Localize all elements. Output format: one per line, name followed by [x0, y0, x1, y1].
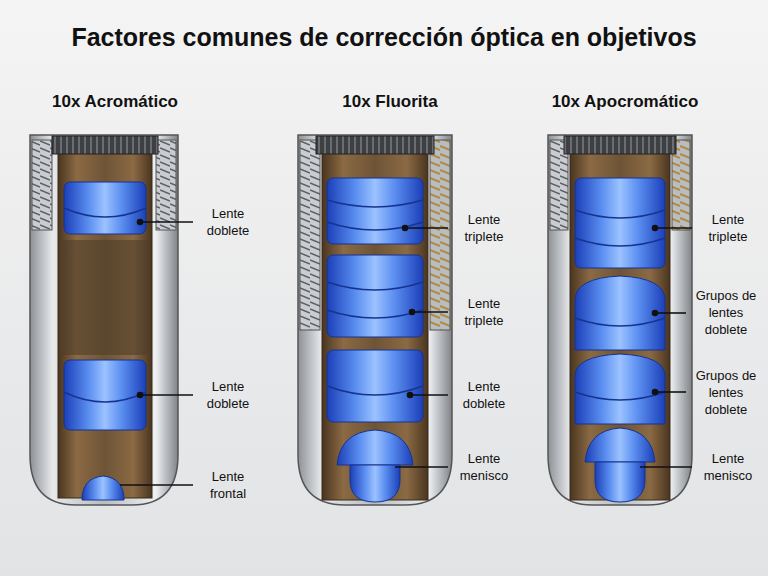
lens-label: Lente menisco — [696, 450, 760, 484]
title: Factores comunes de corrección óptica en… — [71, 22, 696, 52]
apochromatic-objective — [548, 135, 692, 505]
lens-label: Lente doblete — [197, 205, 259, 239]
column-heading: 10x Acromático — [52, 93, 178, 110]
fluorite-objective — [298, 135, 452, 505]
column-heading: 10x Apocromático — [552, 93, 699, 110]
lens-label: Lente menisco — [452, 450, 516, 484]
achromatic-objective — [30, 135, 178, 505]
lens-label: Lente triplete — [452, 211, 516, 245]
lens-label: Grupos de lentes doblete — [688, 287, 764, 338]
lens-label: Lente doblete — [197, 378, 259, 412]
lens-label: Grupos de lentes doblete — [688, 367, 764, 418]
lens-label: Lente triplete — [696, 211, 760, 245]
lens-label: Lente doblete — [452, 378, 516, 412]
lens-label: Lente frontal — [197, 468, 259, 502]
lens-label: Lente triplete — [452, 295, 516, 329]
leader-lines — [120, 220, 692, 486]
column-heading: 10x Fluorita — [342, 93, 437, 110]
